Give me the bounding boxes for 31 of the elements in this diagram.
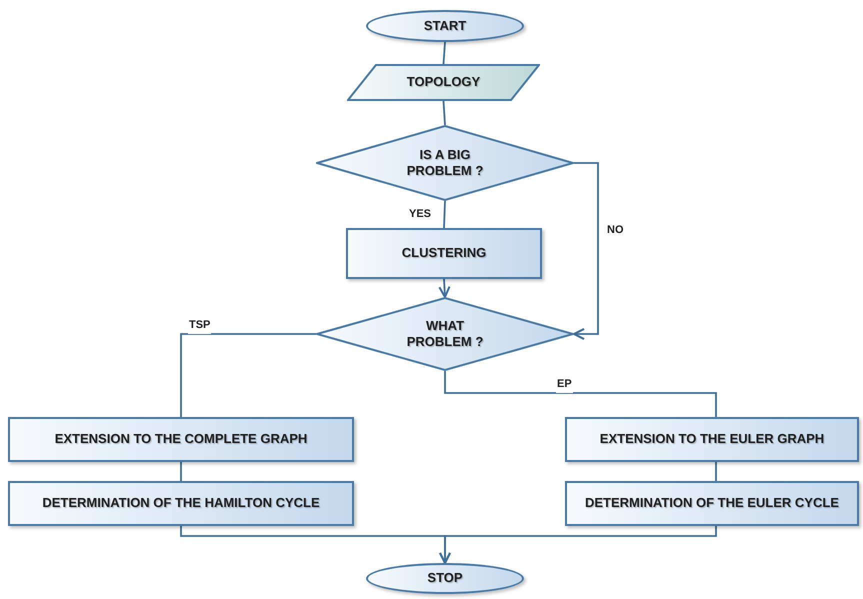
node-text: WHAT PROBLEM ? [406,318,484,350]
node-text: DETERMINATION OF THE HAMILTON CYCLE [42,495,320,512]
input-parallelogram [347,64,540,101]
node-text: EXTENSION TO THE COMPLETE GRAPH [54,431,308,448]
connector [442,100,446,126]
start-terminal [366,10,524,42]
connector [442,42,446,64]
node-text: CLUSTERING [402,245,486,262]
process-box [565,417,859,462]
node-text: EXTENSION TO THE EULER GRAPH [600,431,824,448]
connector [438,526,717,564]
edge-label: TSP [188,317,212,334]
node-text: IS A BIG PROBLEM ? [406,146,484,180]
process-box [565,481,859,526]
node-text: TOPOLOGY [406,74,480,91]
connector [715,462,717,481]
node-text: STOP [427,570,463,587]
connector [443,200,446,228]
process-box [346,228,542,279]
connector [180,462,182,481]
node-text: DETERMINATION OF THE EULER CYCLE [585,495,839,512]
process-box [8,481,354,526]
node-text: START [424,18,466,34]
decision-diamond [316,125,574,201]
connector [180,333,316,417]
connector [573,162,599,340]
decision-diamond [316,297,574,371]
process-box [8,417,354,462]
connector [444,371,717,417]
connector [438,278,450,298]
edge-label: EP [556,376,573,392]
